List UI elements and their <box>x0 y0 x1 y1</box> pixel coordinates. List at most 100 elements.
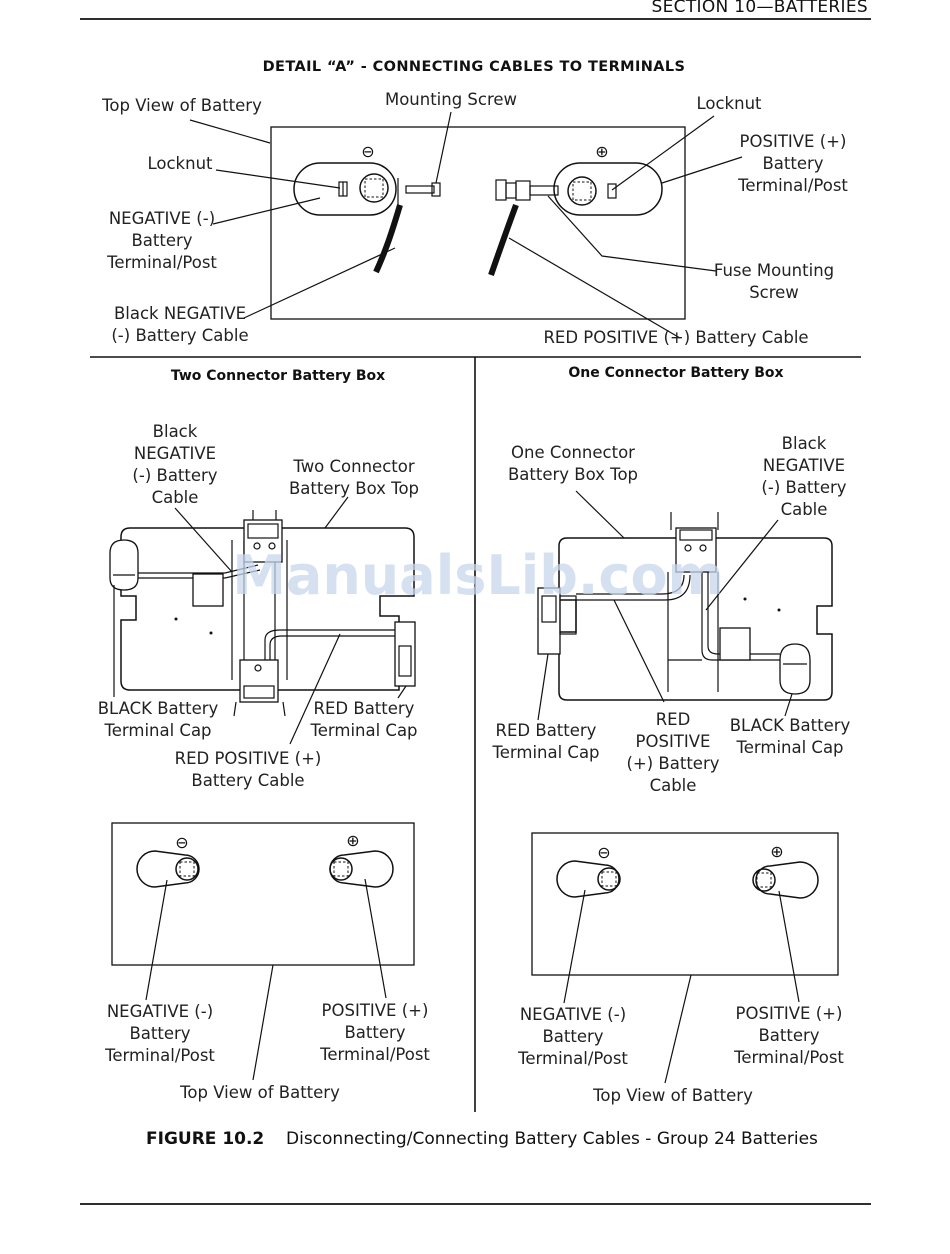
one-connector-box-top <box>558 537 833 701</box>
svg-text:⊖: ⊖ <box>175 833 188 852</box>
svg-text:Fuse Mounting: Fuse Mounting <box>714 261 834 280</box>
svg-text:Terminal Cap: Terminal Cap <box>103 721 211 740</box>
svg-text:Battery: Battery <box>129 1024 190 1043</box>
svg-text:Battery: Battery <box>344 1023 405 1042</box>
svg-text:RED Battery: RED Battery <box>496 721 597 740</box>
two-connector-panel: Two Connector Battery Box <box>98 368 419 790</box>
one-connector-block <box>675 527 717 573</box>
one-box-top-label: One Connector Battery Box Top <box>508 443 638 484</box>
svg-text:RED Battery: RED Battery <box>314 699 415 718</box>
two-black-cable <box>138 564 259 574</box>
svg-text:Black: Black <box>782 434 827 453</box>
two-box-top-label: Two Connector Battery Box Top <box>289 457 419 498</box>
detail-a-battery-top <box>270 126 686 320</box>
black-negative-cable <box>373 204 403 274</box>
one-red-cable <box>576 574 691 601</box>
two-connector-title: Two Connector Battery Box <box>171 368 385 384</box>
top-connector-block <box>243 519 283 563</box>
one-black-cable <box>701 572 780 661</box>
br-top-view-label: Top View of Battery <box>592 1086 753 1105</box>
negative-terminal-lug <box>293 162 397 216</box>
watermark: ManualsLib.com <box>232 544 724 607</box>
two-black-cap-label: BLACK Battery Terminal Cap <box>98 699 219 740</box>
black-terminal-cap-left <box>109 539 139 591</box>
red-cable-label: RED POSITIVE (+) Battery Cable <box>543 328 808 347</box>
detail-a-top-view-label: Top View of Battery <box>101 96 262 115</box>
svg-text:Terminal/Post: Terminal/Post <box>733 1048 844 1067</box>
figure-caption: Disconnecting/Connecting Battery Cables … <box>286 1129 818 1149</box>
svg-text:Terminal/Post: Terminal/Post <box>106 253 217 272</box>
red-positive-cable <box>488 203 519 276</box>
bottom-left-battery: ⊖ ⊕ NEGATIVE (-) Battery Terminal/Post P… <box>104 822 430 1102</box>
section-header: SECTION 10—BATTERIES <box>652 0 868 17</box>
locknut-right <box>607 183 617 199</box>
figure-number: FIGURE 10.2 <box>146 1129 264 1149</box>
one-connector-title: One Connector Battery Box <box>568 365 783 381</box>
svg-text:NEGATIVE: NEGATIVE <box>763 456 845 475</box>
one-connector-panel: One Connector Battery Box <box>491 365 850 795</box>
svg-text:Cable: Cable <box>781 500 828 519</box>
one-black-cap-label: BLACK Battery Terminal Cap <box>730 716 851 757</box>
red-terminal-cap-right <box>394 621 416 687</box>
svg-text:NEGATIVE: NEGATIVE <box>134 444 216 463</box>
svg-text:BLACK Battery: BLACK Battery <box>98 699 219 718</box>
bottom-left-battery-top <box>111 822 415 966</box>
positive-post <box>567 176 597 206</box>
svg-text:Cable: Cable <box>152 488 199 507</box>
mounting-screw-label: Mounting Screw <box>385 90 517 109</box>
svg-text:(-) Battery: (-) Battery <box>132 466 217 485</box>
one-black-terminal-cap <box>779 643 811 695</box>
two-red-cap-label: RED Battery Terminal Cap <box>309 699 417 740</box>
svg-text:Terminal/Post: Terminal/Post <box>517 1049 628 1068</box>
svg-text:Battery: Battery <box>131 231 192 250</box>
svg-text:⊖: ⊖ <box>597 843 610 862</box>
svg-text:Battery Cable: Battery Cable <box>191 771 304 790</box>
bottom-connector-block <box>239 659 279 703</box>
svg-text:Battery Box Top: Battery Box Top <box>289 479 419 498</box>
svg-text:BLACK Battery: BLACK Battery <box>730 716 851 735</box>
br-positive-label: POSITIVE (+) Battery Terminal/Post <box>733 1004 844 1067</box>
svg-text:POSITIVE (+): POSITIVE (+) <box>740 132 847 151</box>
bottom-right-battery-top <box>531 832 839 976</box>
svg-text:(-) Battery: (-) Battery <box>761 478 846 497</box>
svg-text:NEGATIVE (-): NEGATIVE (-) <box>109 209 215 228</box>
svg-text:Screw: Screw <box>749 283 799 302</box>
svg-text:⊕: ⊕ <box>346 831 359 850</box>
two-red-cable <box>264 629 395 660</box>
locknut-left-label: Locknut <box>147 154 213 173</box>
svg-text:Black NEGATIVE: Black NEGATIVE <box>114 304 246 323</box>
detail-a-title: DETAIL “A” - CONNECTING CABLES TO TERMIN… <box>263 59 686 75</box>
mounting-screw <box>405 185 435 194</box>
svg-text:Battery: Battery <box>762 154 823 173</box>
svg-text:Battery: Battery <box>542 1027 603 1046</box>
svg-text:Battery Box Top: Battery Box Top <box>508 465 638 484</box>
bl-positive-label: POSITIVE (+) Battery Terminal/Post <box>319 1001 430 1064</box>
bl-top-view-label: Top View of Battery <box>179 1083 340 1102</box>
positive-terminal-label: POSITIVE (+) Battery Terminal/Post <box>737 132 848 195</box>
svg-text:Battery: Battery <box>758 1026 819 1045</box>
svg-text:RED: RED <box>656 710 691 729</box>
svg-text:POSITIVE (+): POSITIVE (+) <box>322 1001 429 1020</box>
svg-text:POSITIVE (+): POSITIVE (+) <box>736 1004 843 1023</box>
svg-text:Terminal Cap: Terminal Cap <box>735 738 843 757</box>
two-connector-box-top <box>120 527 415 691</box>
svg-text:Terminal/Post: Terminal/Post <box>319 1045 430 1064</box>
negative-symbol: ⊖ <box>361 142 374 161</box>
svg-text:One Connector: One Connector <box>511 443 635 462</box>
negative-terminal-label: NEGATIVE (-) Battery Terminal/Post <box>106 209 217 272</box>
fuse-screw-label: Fuse Mounting Screw <box>714 261 834 302</box>
svg-text:POSITIVE: POSITIVE <box>636 732 711 751</box>
locknut-right-label: Locknut <box>696 94 762 113</box>
svg-text:⊕: ⊕ <box>770 842 783 861</box>
svg-text:Black: Black <box>153 422 198 441</box>
one-black-cable-label: Black NEGATIVE (-) Battery Cable <box>761 434 846 519</box>
svg-text:Terminal/Post: Terminal/Post <box>737 176 848 195</box>
bl-negative-label: NEGATIVE (-) Battery Terminal/Post <box>104 1002 215 1065</box>
svg-text:Terminal Cap: Terminal Cap <box>309 721 417 740</box>
detail-a: DETAIL “A” - CONNECTING CABLES TO TERMIN… <box>101 59 848 347</box>
positive-symbol: ⊕ <box>595 142 608 161</box>
two-black-cable-label: Black NEGATIVE (-) Battery Cable <box>132 422 217 507</box>
svg-text:Two Connector: Two Connector <box>292 457 415 476</box>
svg-text:Terminal Cap: Terminal Cap <box>491 743 599 762</box>
